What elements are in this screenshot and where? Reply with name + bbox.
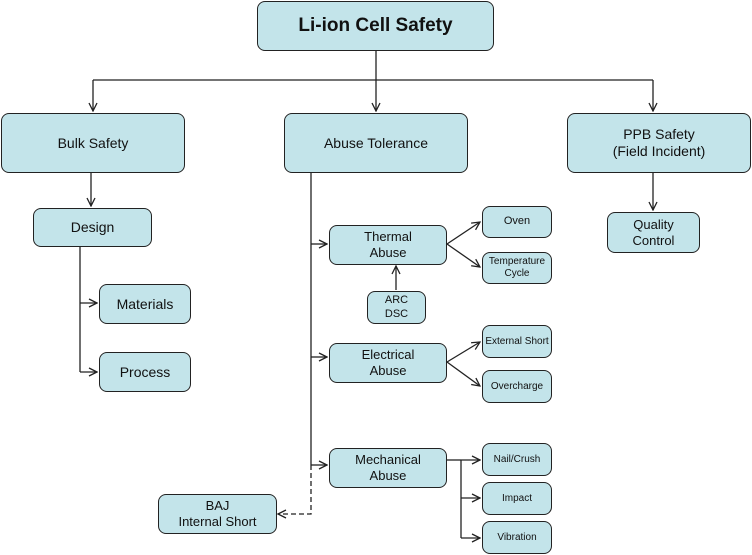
arrow-to-oven (446, 222, 480, 245)
node-design-label: Design (70, 219, 115, 236)
node-baj-internal-short: BAJ Internal Short (158, 494, 277, 534)
node-materials: Materials (99, 284, 191, 324)
node-mechanical-abuse-label: Mechanical Abuse (355, 452, 421, 483)
node-abuse-tolerance-label: Abuse Tolerance (323, 134, 429, 151)
arrow-to-overcharge (446, 361, 480, 386)
node-oven: Oven (482, 206, 552, 238)
node-vibration: Vibration (482, 521, 552, 554)
node-design: Design (33, 208, 152, 247)
node-root-label: Li-ion Cell Safety (298, 14, 453, 36)
arrow-to-temperature-cycle (446, 243, 480, 267)
node-temperature-cycle-label: Temperature Cycle (488, 256, 546, 279)
node-electrical-abuse-label: Electrical Abuse (361, 347, 415, 378)
node-nail-crush: Nail/Crush (482, 443, 552, 476)
node-thermal-abuse-label: Thermal Abuse (364, 229, 412, 260)
node-process: Process (99, 352, 191, 392)
node-quality-control-label: Quality Control (632, 216, 675, 248)
node-temperature-cycle: Temperature Cycle (482, 252, 552, 284)
node-arc-dsc-label: ARC DSC (384, 294, 409, 320)
node-bulk-safety: Bulk Safety (1, 113, 185, 173)
node-nail-crush-label: Nail/Crush (493, 453, 541, 465)
node-impact: Impact (482, 482, 552, 515)
node-bulk-safety-label: Bulk Safety (57, 134, 129, 151)
node-thermal-abuse: Thermal Abuse (329, 225, 447, 265)
node-overcharge: Overcharge (482, 370, 552, 403)
node-abuse-tolerance: Abuse Tolerance (284, 113, 468, 173)
node-baj-internal-short-label: BAJ Internal Short (178, 498, 257, 529)
node-vibration-label: Vibration (497, 531, 537, 543)
node-quality-control: Quality Control (607, 212, 700, 253)
node-ppb-safety: PPB Safety (Field Incident) (567, 113, 751, 173)
node-overcharge-label: Overcharge (490, 380, 544, 392)
node-arc-dsc: ARC DSC (367, 291, 426, 324)
node-impact-label: Impact (501, 492, 532, 504)
node-process-label: Process (119, 363, 171, 380)
node-ppb-safety-label: PPB Safety (Field Incident) (612, 126, 706, 159)
node-materials-label: Materials (116, 295, 174, 312)
node-external-short-label: External Short (485, 335, 549, 347)
node-mechanical-abuse: Mechanical Abuse (329, 448, 447, 488)
node-oven-label: Oven (503, 215, 531, 228)
arrow-to-external-short (446, 342, 480, 363)
node-external-short: External Short (482, 325, 552, 358)
arrow-to-baj-internal-short (278, 465, 312, 514)
node-electrical-abuse: Electrical Abuse (329, 343, 447, 383)
node-root: Li-ion Cell Safety (257, 1, 494, 51)
